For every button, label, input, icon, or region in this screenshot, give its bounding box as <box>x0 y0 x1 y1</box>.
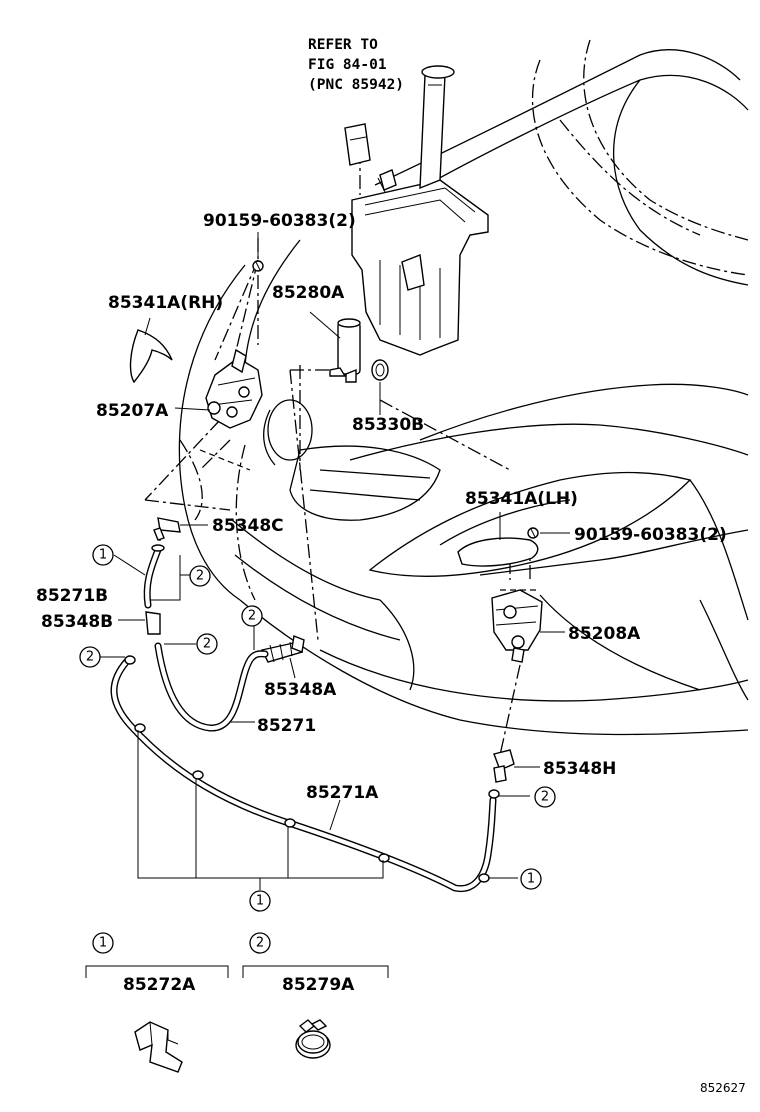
joint-a <box>260 635 305 679</box>
label-grommet: 85330B <box>352 415 424 435</box>
label-cover-rh: 85341A(RH) <box>108 293 223 313</box>
joint-h <box>493 749 540 783</box>
label-actuator-rh: 85207A <box>96 401 169 421</box>
legend-part-2: 85279A <box>282 975 355 995</box>
callout-leaders <box>100 554 255 658</box>
callout-number: 1 <box>99 548 107 563</box>
actuator-rh <box>174 348 263 429</box>
bolt-right <box>527 527 570 539</box>
reference-note: REFER TO FIG 84-01 (PNC 85942) <box>308 37 404 93</box>
legend-part-1: 85272A <box>123 975 196 995</box>
label-hose-b: 85271B <box>36 586 108 606</box>
joint-b <box>118 611 161 635</box>
label-joint-b: 85348B <box>41 612 113 632</box>
cover-rh <box>129 317 173 384</box>
hose <box>154 642 269 732</box>
washer-motor <box>309 311 361 383</box>
label-bolt-right: 90159-60383(2) <box>574 525 727 545</box>
callout-number: 1 <box>256 894 264 909</box>
label-hose-a: 85271A <box>306 783 379 803</box>
washer-tank <box>344 65 489 356</box>
legend-number-2: 2 <box>256 936 264 951</box>
label-hose: 85271 <box>257 716 316 736</box>
callout-number: 2 <box>248 609 256 624</box>
label-bolt-upper: 90159-60383(2) <box>203 211 356 231</box>
callout-number: 1 <box>527 872 535 887</box>
callout-number: 2 <box>203 637 211 652</box>
bolt-upper <box>252 232 264 272</box>
vehicle-body-outline <box>178 39 749 736</box>
reference-line-2: FIG 84-01 <box>308 57 387 73</box>
figure-code: 852627 <box>700 1081 746 1095</box>
callout-number: 2 <box>196 569 204 584</box>
label-motor: 85280A <box>272 283 345 303</box>
callout-circles: 1 2 2 2 2 2 1 1 <box>79 544 556 912</box>
grommet <box>371 359 389 415</box>
callout-number: 2 <box>541 790 549 805</box>
legend-item-2: 2 85279A <box>242 932 389 1059</box>
label-joint-a: 85348A <box>264 680 337 700</box>
label-cover-lh: 85341A(LH) <box>465 489 578 509</box>
assembly-lines <box>144 150 540 756</box>
clip-icon <box>134 1021 183 1073</box>
actuator-lh <box>491 589 565 663</box>
hose-clamp-icon <box>295 1019 331 1059</box>
label-actuator-lh: 85208A <box>568 624 641 644</box>
reference-line-1: REFER TO <box>308 37 378 53</box>
legend-number-1: 1 <box>99 936 107 951</box>
reference-line-3: (PNC 85942) <box>308 77 404 93</box>
hose-a <box>110 655 530 893</box>
label-joint-c: 85348C <box>212 516 284 536</box>
hose-b <box>143 544 165 609</box>
cover-lh <box>457 512 539 567</box>
part-labels: 90159-60383(2) 85280A 85341A(RH) 85330B … <box>36 211 727 803</box>
label-joint-h: 85348H <box>543 759 616 779</box>
callout-number: 2 <box>86 650 94 665</box>
legend-item-1: 1 85272A <box>85 932 229 1073</box>
joint-c <box>153 517 208 541</box>
